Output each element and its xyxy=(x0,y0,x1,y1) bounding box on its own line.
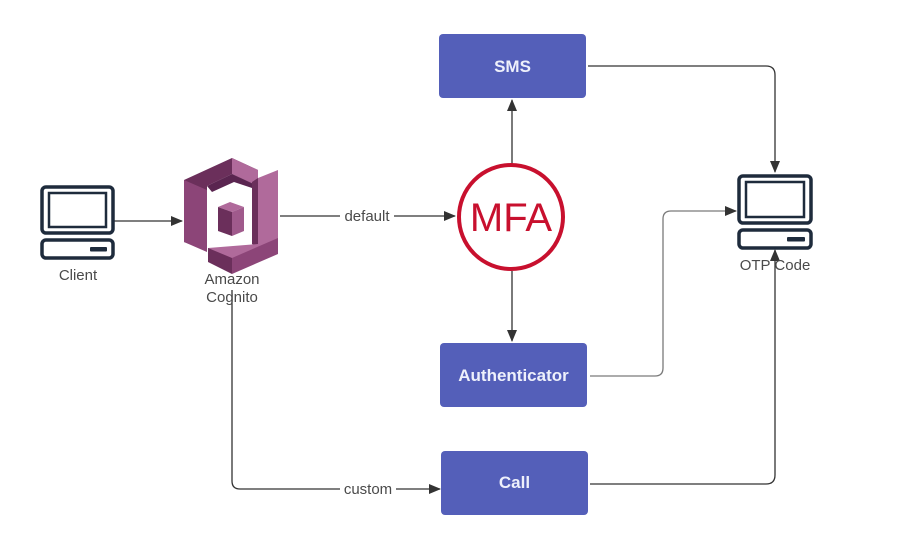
edge-label-default: default xyxy=(344,208,390,225)
cognito-label-line2: Cognito xyxy=(206,289,258,306)
edge-sms-to-otp xyxy=(588,65,780,173)
amazon-cognito-icon xyxy=(184,158,278,274)
sms-box[interactable]: SMS xyxy=(439,34,586,98)
client-node[interactable]: Client xyxy=(40,185,115,284)
edge-authenticator-to-otp xyxy=(590,206,737,377)
desktop-computer-icon xyxy=(40,185,115,260)
desktop-computer-icon xyxy=(737,174,813,250)
otp-code-label: OTP Code xyxy=(740,257,811,274)
edge-cognito-to-call xyxy=(231,290,440,489)
client-label: Client xyxy=(59,267,98,284)
default-label: default xyxy=(344,208,390,225)
custom-label: custom xyxy=(344,481,392,498)
edge-call-to-otp xyxy=(590,249,780,485)
call-box[interactable]: Call xyxy=(441,451,588,515)
sms-label: SMS xyxy=(494,57,531,76)
call-label: Call xyxy=(499,473,530,492)
authenticator-label: Authenticator xyxy=(458,366,569,385)
mfa-circle xyxy=(457,163,565,271)
mfa-node[interactable]: MFA xyxy=(457,163,565,271)
otp-code-node[interactable]: OTP Code xyxy=(737,174,813,274)
mfa-label: MFA xyxy=(470,196,553,240)
cognito-node[interactable]: Amazon Cognito xyxy=(184,158,278,306)
cognito-label-line1: Amazon xyxy=(204,271,259,288)
authenticator-box[interactable]: Authenticator xyxy=(440,343,587,407)
